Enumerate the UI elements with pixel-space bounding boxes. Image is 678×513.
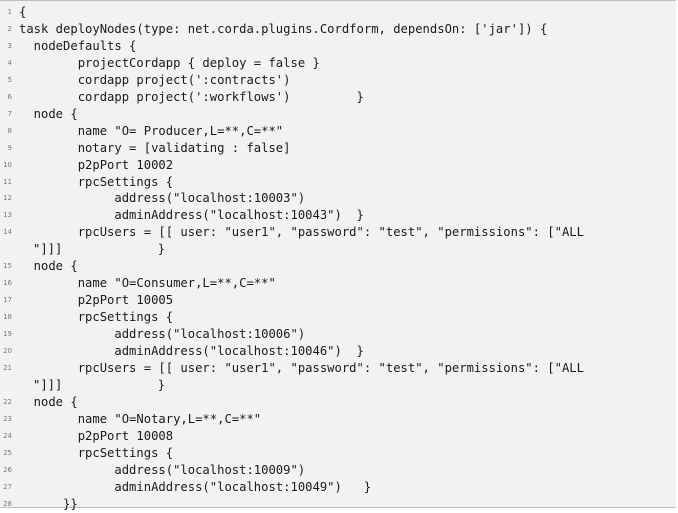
code-line: 1{	[0, 4, 676, 21]
code-text: p2pPort 10002	[19, 157, 174, 172]
code-line: 22 node {	[0, 394, 676, 411]
code-text: "]]] }	[33, 242, 166, 257]
code-line: 28 }}	[0, 496, 676, 513]
code-line: 19 address("localhost:10006")	[0, 326, 676, 343]
code-line: 4 projectCordapp { deploy = false }	[0, 55, 676, 72]
code-line: 6 cordapp project(':workflows') }	[0, 89, 676, 106]
code-text: name "O=Notary,L=**,C=**"	[19, 411, 262, 426]
code-text: address("localhost:10006")	[19, 327, 306, 342]
code-line: 23 name "O=Notary,L=**,C=**"	[0, 411, 676, 428]
line-number: 16	[3, 279, 12, 288]
code-line: 5 cordapp project(':contracts')	[0, 72, 676, 89]
code-line: 9 notary = [validating : false]	[0, 140, 676, 157]
code-text: }}	[19, 496, 78, 511]
code-text: node {	[19, 394, 78, 409]
code-line: 13 adminAddress("localhost:10043") }	[0, 207, 676, 224]
line-number: 28	[3, 499, 12, 508]
code-line: 3 nodeDefaults {	[0, 38, 676, 55]
code-text: rpcSettings {	[19, 445, 174, 460]
line-number: 21	[3, 363, 12, 372]
code-line: 16 name "O=Consumer,L=**,C=**"	[0, 275, 676, 292]
line-number: 20	[3, 347, 12, 355]
line-number: 23	[3, 414, 12, 423]
line-number: 17	[3, 296, 12, 305]
code-line: 14 rpcUsers = [[ user: "user1", "passwor…	[0, 224, 676, 241]
line-number: 11	[3, 177, 12, 186]
code-text: rpcUsers = [[ user: "user1", "password":…	[19, 225, 584, 240]
code-line: 12 address("localhost:10003")	[0, 190, 676, 207]
line-number: 10	[3, 160, 12, 169]
line-number: 15	[3, 262, 12, 271]
line-number: 3	[7, 41, 12, 50]
code-text: "]]] }	[33, 377, 166, 392]
code-line: 21 rpcUsers = [[ user: "user1", "passwor…	[0, 360, 676, 377]
line-number: 26	[3, 465, 12, 474]
code-line: 18 rpcSettings {	[0, 309, 676, 326]
code-text: node {	[19, 106, 78, 121]
line-number: 7	[7, 109, 12, 118]
code-text: projectCordapp { deploy = false }	[19, 55, 320, 70]
line-number: 1	[7, 8, 12, 16]
code-text: adminAddress("localhost:10049") }	[19, 479, 372, 494]
code-text: rpcSettings {	[19, 174, 174, 189]
code-line: 27 adminAddress("localhost:10049") }	[0, 479, 676, 496]
code-text: p2pPort 10005	[19, 293, 174, 308]
line-number: 25	[3, 448, 12, 457]
line-number: 27	[3, 482, 12, 491]
code-text: name "O=Consumer,L=**,C=**"	[19, 276, 276, 291]
code-text: address("localhost:10003")	[19, 191, 306, 206]
code-line: 11 rpcSettings {	[0, 174, 676, 191]
line-number: 6	[7, 92, 12, 101]
code-line: 24 p2pPort 10008	[0, 428, 676, 445]
code-text: cordapp project(':workflows') }	[19, 89, 364, 104]
code-text: cordapp project(':contracts')	[19, 72, 291, 87]
line-number: 4	[7, 58, 12, 67]
code-text: adminAddress("localhost:10043") }	[19, 208, 364, 223]
code-text: task deployNodes(type: net.corda.plugins…	[19, 21, 548, 36]
code-line: 26 address("localhost:10009")	[0, 462, 676, 479]
code-text: rpcUsers = [[ user: "user1", "password":…	[19, 360, 584, 375]
code-text: name "O= Producer,L=**,C=**"	[19, 123, 284, 138]
code-line-continuation: "]]] }	[0, 377, 676, 394]
code-line: 20 adminAddress("localhost:10046") }	[0, 343, 676, 360]
code-line: 2 task deployNodes(type: net.corda.plugin…	[0, 21, 676, 38]
line-number: 8	[7, 126, 12, 135]
code-text: address("localhost:10009")	[19, 462, 306, 477]
line-number: 2	[7, 24, 12, 33]
line-number: 14	[3, 228, 12, 237]
code-text: {	[19, 5, 27, 19]
line-number: 18	[3, 313, 12, 322]
code-text: node {	[19, 259, 78, 274]
line-number: 9	[7, 143, 12, 152]
code-text: notary = [validating : false]	[19, 140, 291, 155]
code-text: adminAddress("localhost:10046") }	[19, 344, 364, 358]
code-line: 15 node {	[0, 258, 676, 275]
code-line-continuation: "]]] }	[0, 241, 676, 258]
code-line: 7 node {	[0, 106, 676, 123]
line-number: 13	[3, 211, 12, 220]
code-text: nodeDefaults {	[19, 38, 137, 53]
code-text: p2pPort 10008	[19, 428, 174, 443]
line-number: 24	[3, 431, 12, 440]
line-number: 12	[3, 194, 12, 203]
code-line: 17 p2pPort 10005	[0, 292, 676, 309]
line-number: 19	[3, 330, 12, 339]
line-number: 22	[3, 397, 12, 406]
code-line: 10 p2pPort 10002	[0, 157, 676, 174]
code-line: 25 rpcSettings {	[0, 445, 676, 462]
code-text: rpcSettings {	[19, 310, 174, 325]
line-number: 5	[7, 75, 12, 84]
code-line: 8 name "O= Producer,L=**,C=**"	[0, 123, 676, 140]
